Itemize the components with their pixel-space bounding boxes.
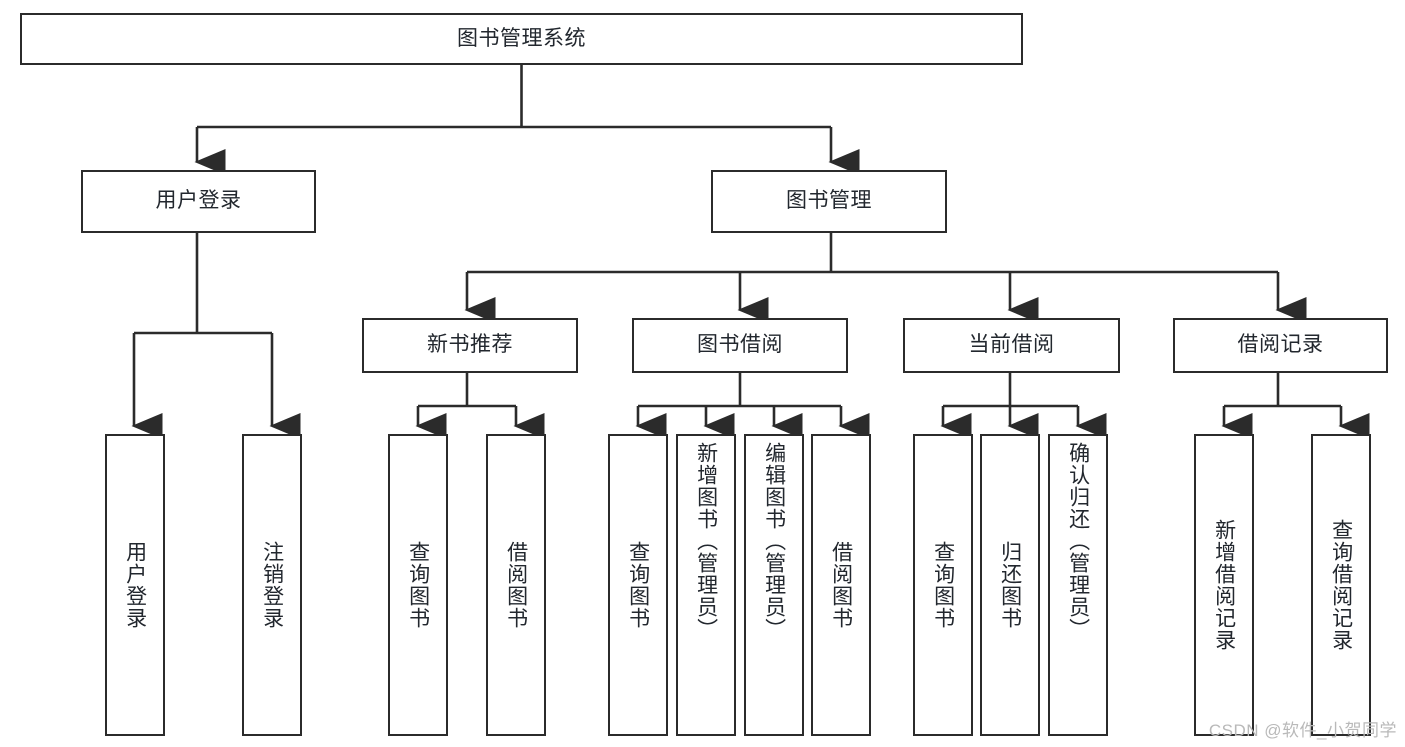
node-root-label: 图书管理系统 bbox=[457, 26, 586, 50]
leaf-book-borrow-edit[interactable]: 编辑图书（管理员） bbox=[744, 434, 804, 736]
node-root-book-management-system[interactable]: 图书管理系统 bbox=[20, 13, 1023, 65]
leaf-records-add[interactable]: 新增借阅记录 bbox=[1194, 434, 1254, 736]
leaf-new-book-borrow[interactable]: 借阅图书 bbox=[486, 434, 546, 736]
leaf-current-borrow-return-label: 归还图书 bbox=[998, 541, 1022, 629]
leaf-records-add-label: 新增借阅记录 bbox=[1212, 519, 1236, 651]
leaf-current-borrow-confirm-return[interactable]: 确认归还（管理员） bbox=[1048, 434, 1108, 736]
leaf-book-borrow-add[interactable]: 新增图书（管理员） bbox=[676, 434, 736, 736]
node-borrow-records-label: 借阅记录 bbox=[1237, 333, 1324, 357]
leaf-user-login-login-label: 用户登录 bbox=[123, 541, 147, 629]
node-book-management-label: 图书管理 bbox=[786, 189, 872, 213]
node-new-book-recommend-label: 新书推荐 bbox=[427, 333, 513, 357]
leaf-book-borrow-edit-label: 编辑图书（管理员） bbox=[762, 442, 786, 640]
node-current-borrow-label: 当前借阅 bbox=[968, 333, 1055, 357]
node-borrow-records[interactable]: 借阅记录 bbox=[1173, 318, 1388, 373]
node-book-borrow[interactable]: 图书借阅 bbox=[632, 318, 848, 373]
leaf-book-borrow-add-label: 新增图书（管理员） bbox=[694, 442, 718, 640]
leaf-current-borrow-query-label: 查询图书 bbox=[931, 541, 955, 629]
leaf-new-book-borrow-label: 借阅图书 bbox=[504, 541, 528, 629]
leaf-user-login-login[interactable]: 用户登录 bbox=[105, 434, 165, 736]
node-current-borrow[interactable]: 当前借阅 bbox=[903, 318, 1120, 373]
node-user-login[interactable]: 用户登录 bbox=[81, 170, 316, 233]
leaf-records-query-label: 查询借阅记录 bbox=[1329, 519, 1353, 651]
leaf-current-borrow-confirm-return-label: 确认归还（管理员） bbox=[1066, 442, 1090, 640]
leaf-new-book-query[interactable]: 查询图书 bbox=[388, 434, 448, 736]
leaf-book-borrow-borrow[interactable]: 借阅图书 bbox=[811, 434, 871, 736]
node-new-book-recommend[interactable]: 新书推荐 bbox=[362, 318, 578, 373]
leaf-user-login-logout[interactable]: 注销登录 bbox=[242, 434, 302, 736]
leaf-new-book-query-label: 查询图书 bbox=[406, 541, 430, 629]
leaf-book-borrow-borrow-label: 借阅图书 bbox=[829, 541, 853, 629]
leaf-current-borrow-return[interactable]: 归还图书 bbox=[980, 434, 1040, 736]
leaf-book-borrow-query[interactable]: 查询图书 bbox=[608, 434, 668, 736]
leaf-user-login-logout-label: 注销登录 bbox=[260, 541, 284, 629]
node-book-management[interactable]: 图书管理 bbox=[711, 170, 947, 233]
leaf-book-borrow-query-label: 查询图书 bbox=[626, 541, 650, 629]
leaf-records-query[interactable]: 查询借阅记录 bbox=[1311, 434, 1371, 736]
leaf-current-borrow-query[interactable]: 查询图书 bbox=[913, 434, 973, 736]
node-user-login-label: 用户登录 bbox=[155, 189, 242, 213]
node-book-borrow-label: 图书借阅 bbox=[697, 333, 783, 357]
